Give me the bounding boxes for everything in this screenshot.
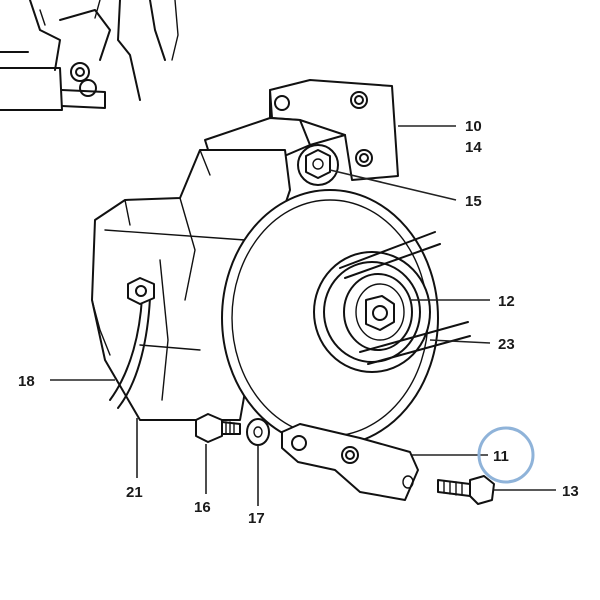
mounting-bolt-16 [195,413,241,443]
callout-16: 16 [194,499,211,516]
callout-13: 13 [562,483,579,500]
callout-18: 18 [18,373,35,390]
callout-12: 12 [498,293,515,310]
callout-10: 10 [465,118,482,135]
callout-15: 15 [465,193,482,210]
engine-block-fragment [0,0,179,111]
adjuster-bolt-13 [437,475,495,505]
callout-17: 17 [248,510,265,527]
lower-adjuster-bracket [281,423,419,501]
callout-14: 14 [465,139,482,156]
washer-17 [246,418,270,446]
leader-23 [429,339,491,344]
pulley [313,251,431,373]
callout-23: 23 [498,336,515,353]
callout-21: 21 [126,484,143,501]
upper-pivot-bolt [297,144,339,186]
mounting-bracket [204,79,399,181]
highlight-circle [477,426,535,484]
callout-labels: 10 14 15 12 23 18 11 13 21 16 17 [18,118,579,527]
leader-lines [50,125,556,506]
terminal-wire [109,277,155,409]
callout-11: 11 [493,448,509,465]
leader-15 [329,169,457,201]
